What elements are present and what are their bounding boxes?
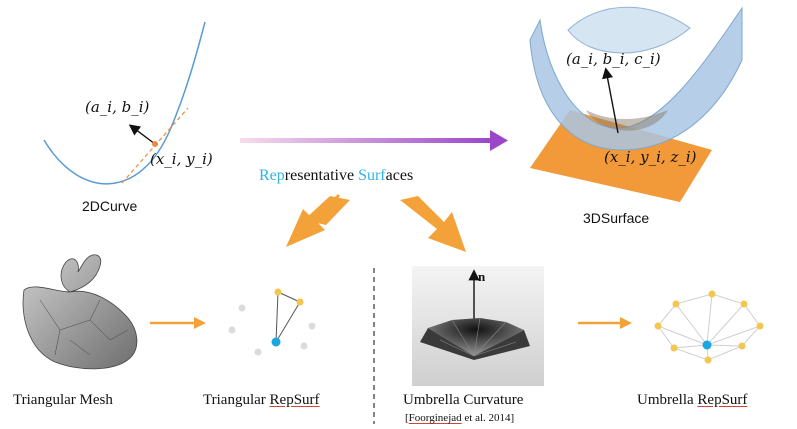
triangular-repsurf-prefix: Triangular: [203, 392, 270, 408]
title-accent-rep: Rep: [259, 167, 285, 184]
umbrella-curvature-figure: [412, 266, 544, 386]
curve-normal-arrow: [128, 124, 156, 145]
title-rest-1: resentative: [284, 167, 359, 184]
center-title: Representative Surfaces: [259, 167, 413, 185]
surface-point-label: (x_i, y_i, z_i): [604, 148, 697, 166]
citation-rest: et al. 2014]: [461, 412, 515, 424]
arrow-umbrella-to-repsurf: [578, 317, 632, 329]
curve-normal-label: (a_i, b_i): [85, 98, 150, 116]
curve-point: [152, 141, 158, 147]
umbrella-repsurf-name: RepSurf: [697, 392, 748, 408]
curve-2d: [43, 21, 206, 185]
surface-normal-arrow: [602, 67, 619, 134]
umbrella-repsurf-figure: [657, 293, 761, 361]
surface-3d: [529, 6, 743, 202]
title-accent-surf: Surf: [358, 167, 386, 184]
surface-normal-label: (a_i, b_i, c_i): [566, 50, 661, 68]
orange-arrow-left: [286, 194, 350, 247]
triangular-repsurf-name: RepSurf: [269, 392, 320, 408]
surface-caption: 3DSurface: [583, 210, 650, 226]
citation-name: Foorginejad: [408, 412, 462, 424]
umbrella-repsurf-nodes: [654, 290, 764, 364]
bunny-mesh-figure: [22, 254, 138, 370]
arrow-mesh-to-repsurf: [150, 317, 206, 329]
gradient-arrow: [240, 130, 508, 151]
triangular-repsurf-caption: Triangular RepSurf: [203, 392, 320, 409]
mesh-caption: Triangular Mesh: [13, 392, 113, 408]
curve-point-label: (x_i, y_i): [150, 150, 213, 168]
citation: [Foorginejad et al. 2014]: [405, 412, 514, 424]
umbrella-repsurf-prefix: Umbrella: [637, 392, 698, 408]
title-rest-2: aces: [385, 167, 414, 184]
paraboloid-surface: [529, 6, 743, 151]
umbrella-curvature-caption: Umbrella Curvature: [403, 392, 524, 408]
orange-arrow-right: [400, 196, 466, 252]
umbrella-normal-symbol: n: [478, 269, 486, 284]
citation-prefix: [: [405, 412, 409, 424]
umbrella-repsurf-caption: Umbrella RepSurf: [637, 392, 747, 409]
triangular-repsurf-figure: [228, 288, 316, 356]
curve-caption: 2DCurve: [82, 198, 138, 214]
